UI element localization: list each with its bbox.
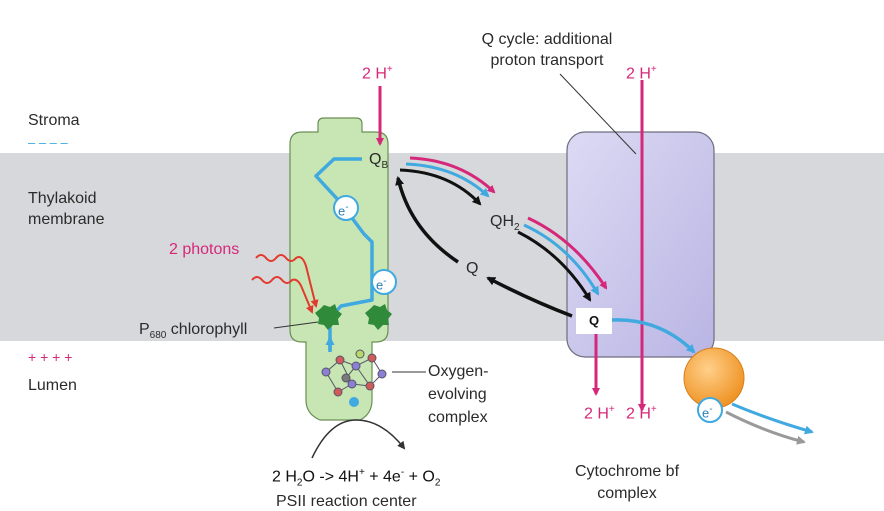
proton-bottom-1-text: 2 H xyxy=(584,405,609,423)
electron-pc-e: e xyxy=(702,405,710,421)
electron-to-plastocyanin xyxy=(611,318,696,354)
electron-label-plastocyanin: e- xyxy=(702,400,713,422)
eq-sub-1: 2 xyxy=(296,477,303,489)
electron-pc-sup: - xyxy=(709,404,713,415)
qbox-to-q-arrow xyxy=(486,276,573,318)
q-label: Q xyxy=(466,260,479,277)
two-photons-label: 2 photons xyxy=(169,241,240,258)
eq-sup-2: - xyxy=(400,467,405,478)
oec-label-3: complex xyxy=(428,409,488,426)
plastocyanin-exit-blue xyxy=(731,402,814,435)
photon-1 xyxy=(255,254,319,308)
proton-label-bottom-1: 2 H+ xyxy=(584,400,615,423)
proton-bottom-1-sup: + xyxy=(608,404,615,415)
cytochrome-label-2: complex xyxy=(597,485,657,502)
proton-top-left-text: 2 H xyxy=(362,65,387,83)
q-cycle-label-2: proton transport xyxy=(490,52,604,69)
q-to-qb-arrow xyxy=(395,176,459,264)
thylakoid-membrane-label-2: membrane xyxy=(28,211,105,228)
qb-to-qh2-black xyxy=(399,168,482,206)
oec-cluster xyxy=(321,349,387,407)
eq-part-2: O -> 4H xyxy=(302,468,359,486)
eq-part-3: + 4e xyxy=(364,468,401,486)
electron-label-upper: e- xyxy=(338,198,349,220)
p680-rest: chlorophyll xyxy=(166,321,248,338)
qb-label: QB xyxy=(369,150,388,175)
lumen-label: Lumen xyxy=(28,377,77,394)
q-cycle-pointer xyxy=(559,73,637,155)
qh2-sub: 2 xyxy=(514,222,520,234)
proton-label-top-left: 2 H+ xyxy=(362,60,393,83)
electron-circle-upper xyxy=(333,195,359,221)
proton-label-top-right: 2 H+ xyxy=(626,60,657,83)
qb-q: Q xyxy=(369,151,382,168)
proton-top-right-text: 2 H xyxy=(626,65,651,83)
p680-label: P680 chlorophyll xyxy=(139,320,247,345)
electron-lower-sup: - xyxy=(383,276,387,287)
chlorophyll-left xyxy=(315,304,342,330)
qb-to-qh2-blue xyxy=(405,162,490,198)
p680-pointer xyxy=(273,321,319,329)
qh2-label: QH2 xyxy=(490,212,520,237)
q-cycle-label-1: Q cycle: additional xyxy=(481,31,613,48)
chlorophyll-right xyxy=(365,304,392,330)
photon-2 xyxy=(251,276,314,314)
qh2-to-cyto-pink xyxy=(527,216,608,290)
oec-label-1: Oxygen- xyxy=(428,363,489,380)
qh2-to-cyto-black xyxy=(517,230,592,302)
proton-bottom-2-text: 2 H xyxy=(626,405,651,423)
electron-upper-e: e xyxy=(338,203,346,219)
p680-p: P xyxy=(139,321,150,338)
cytochrome-label-1: Cytochrome bf xyxy=(574,463,680,480)
proton-bottom-2-sup: + xyxy=(650,404,657,415)
plastocyanin-exit-grey xyxy=(725,410,806,445)
electron-label-lower: e- xyxy=(376,272,387,294)
stroma-dashes: – – – – xyxy=(28,135,68,150)
q-box: Q xyxy=(576,308,612,334)
eq-sub-2: 2 xyxy=(434,477,441,489)
proton-label-bottom-2: 2 H+ xyxy=(626,400,657,423)
electron-lower-e: e xyxy=(376,277,384,293)
qh2-q: QH xyxy=(490,213,514,230)
qb-to-qh2-pink xyxy=(409,156,496,194)
qh2-to-cyto-blue xyxy=(523,223,600,296)
electron-circle-plastocyanin xyxy=(697,397,723,423)
electron-circle-lower xyxy=(371,269,397,295)
water-splitting-arrow xyxy=(311,419,406,459)
proton-top-left-sup: + xyxy=(386,64,393,75)
proton-top-right-sup: + xyxy=(650,64,657,75)
qb-sub: B xyxy=(381,160,389,172)
eq-part-4: + O xyxy=(404,468,435,486)
oec-label-2: evolving xyxy=(428,386,487,403)
thylakoid-membrane-label-1: Thylakoid xyxy=(28,190,97,207)
electron-upper-sup: - xyxy=(345,202,349,213)
p680-sub: 680 xyxy=(149,330,167,342)
eq-part-1: 2 H xyxy=(272,468,297,486)
lumen-pluses: + + + + xyxy=(28,349,73,365)
psii-reaction-center-label: PSII reaction center xyxy=(276,493,417,510)
eq-sup-1: + xyxy=(358,467,365,478)
water-splitting-equation: 2 H2O -> 4H+ + 4e- + O2 xyxy=(272,463,440,493)
stroma-label: Stroma xyxy=(28,112,80,129)
thylakoid-membrane-band xyxy=(0,153,884,341)
